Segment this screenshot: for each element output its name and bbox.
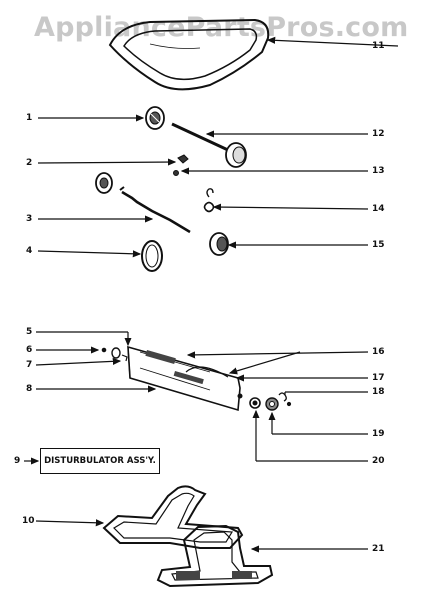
part-3-axle [95,172,191,234]
part-20-washer [249,397,261,409]
part-8-brush-roll-housing [127,345,243,412]
part-1-wheel [145,106,165,130]
callout-1: 1 [26,113,33,123]
part-6-end-cap [101,347,128,362]
watermark-text: AppliancePartsPros.com [34,12,409,43]
callout-14: 14 [372,204,385,214]
callout-9: 9 [14,456,21,466]
callout-5: 5 [26,327,33,337]
callout-3: 3 [26,214,33,224]
part-12-axle [171,122,247,168]
part-4-tire [141,240,163,272]
callout-7: 7 [26,360,33,370]
callout-17: 17 [372,373,385,383]
callout-2: 2 [26,158,33,168]
part-21-nozzle-plate [156,524,274,588]
callout-13: 13 [372,166,385,176]
callout-11: 11 [372,41,385,51]
part-19-bearing [265,397,279,411]
part-15-wheel [209,232,229,256]
callout-8: 8 [26,384,33,394]
callout-10: 10 [22,516,35,526]
callout-15: 15 [372,240,385,250]
leader-lines [24,36,399,553]
callout-18: 18 [372,387,385,397]
callout-16: 16 [372,347,385,357]
part-11-bumper [108,18,270,91]
callout-20: 20 [372,456,385,466]
part-14-spring [203,188,215,213]
disturbulator-assembly-label: DISTURBULATOR ASS'Y. [40,448,160,474]
part-2-clip [173,154,189,176]
part-10-nozzle-plate [102,485,244,549]
callout-4: 4 [26,246,33,256]
callout-6: 6 [26,345,33,355]
callout-19: 19 [372,429,385,439]
callout-21: 21 [372,544,385,554]
callout-12: 12 [372,129,385,139]
